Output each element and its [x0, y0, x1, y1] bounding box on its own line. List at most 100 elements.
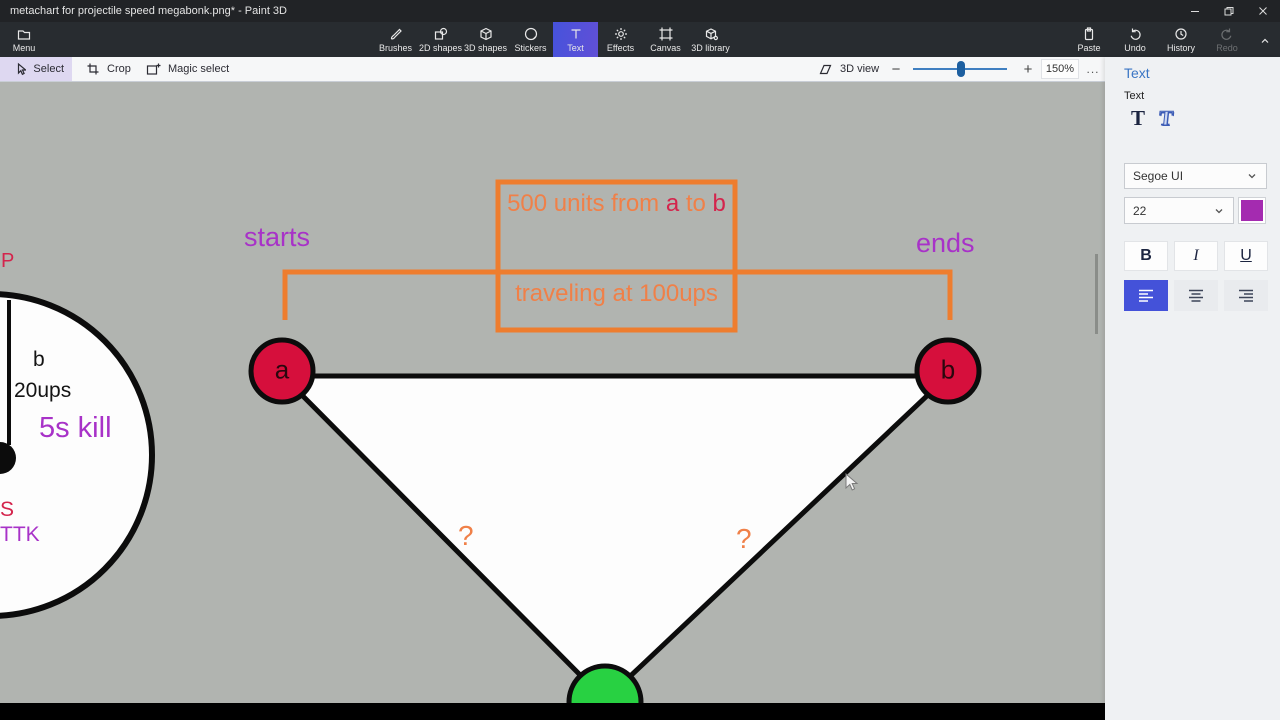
- panel-title: Text: [1124, 65, 1150, 81]
- zoom-in-button[interactable]: +: [1023, 60, 1033, 78]
- paste-button[interactable]: Paste: [1066, 22, 1112, 57]
- tab-stickers[interactable]: Stickers: [508, 22, 553, 57]
- text-panel: Text Text T T Segoe UI 22 B I U: [1105, 57, 1280, 720]
- stickers-icon: [524, 27, 537, 41]
- zoom-level[interactable]: 150%: [1041, 59, 1079, 79]
- magic-select-label: Magic select: [168, 63, 230, 75]
- action-label: Redo: [1216, 43, 1238, 53]
- menu-button[interactable]: Menu: [6, 22, 42, 57]
- close-button[interactable]: [1246, 0, 1280, 22]
- point-a-letter: a: [665, 190, 680, 217]
- close-icon: [1259, 7, 1267, 15]
- redo-button[interactable]: Redo: [1204, 22, 1250, 57]
- align-right-button[interactable]: [1224, 280, 1268, 311]
- bold-button[interactable]: B: [1124, 241, 1168, 271]
- canvas-icon: [659, 27, 672, 41]
- more-options-button[interactable]: ...: [1086, 62, 1100, 76]
- undo-icon: [1130, 28, 1141, 40]
- question-right: ?: [736, 523, 752, 554]
- 3d-view-button[interactable]: 3D view: [810, 57, 887, 81]
- zoom-slider[interactable]: [913, 61, 1007, 77]
- collapse-ribbon-button[interactable]: [1252, 22, 1278, 57]
- distance-sentence: 500 units from a to b: [498, 190, 735, 218]
- italic-button[interactable]: I: [1174, 241, 1218, 271]
- tab-label: 3D library: [691, 43, 730, 53]
- align-center-icon: [1189, 289, 1203, 302]
- tab-2d-shapes[interactable]: 2D shapes: [418, 22, 463, 57]
- align-row: [1124, 280, 1268, 311]
- node-a-label: a: [274, 354, 290, 385]
- canvas-scrollbar[interactable]: [1095, 254, 1098, 334]
- chevron-up-icon: [1261, 38, 1269, 43]
- swatch-fill: [1241, 200, 1263, 221]
- tab-label: Text: [567, 43, 584, 53]
- tab-3d-library[interactable]: 3D library: [688, 22, 733, 57]
- magic-select-icon: [146, 63, 161, 75]
- underline-button[interactable]: U: [1224, 241, 1268, 271]
- distance-mid: to: [679, 190, 713, 217]
- zoom-out-button[interactable]: −: [891, 60, 901, 78]
- text-icon: [571, 29, 580, 39]
- align-center-button[interactable]: [1174, 280, 1218, 311]
- diagram-shapes: [0, 179, 982, 720]
- tab-label: 2D shapes: [418, 43, 463, 53]
- history-icon: [1175, 28, 1187, 40]
- minimize-icon: [1191, 11, 1199, 12]
- distance-prefix: 500 units from: [507, 190, 666, 217]
- text-3d-button[interactable]: T: [1152, 105, 1181, 131]
- tool-group: Brushes 2D shapes 3D shapes Stickers Tex…: [373, 22, 733, 57]
- ttk-label: TTK: [0, 523, 40, 546]
- drawing-canvas[interactable]: P b 20ups 5s kill S TTK starts ends 500 …: [0, 82, 1105, 720]
- action-label: History: [1166, 43, 1195, 53]
- align-right-icon: [1239, 289, 1253, 302]
- select-label: Select: [33, 63, 64, 75]
- p-label: P: [1, 250, 15, 272]
- action-label: Paste: [1077, 43, 1101, 53]
- speed-small-label: 20ups: [14, 379, 72, 402]
- left-stat-circle: [0, 291, 155, 619]
- node-b-circle: [914, 337, 982, 405]
- mouse-cursor-icon: [845, 473, 859, 491]
- action-group: Paste Undo History Redo: [1066, 22, 1250, 57]
- tab-canvas[interactable]: Canvas: [643, 22, 688, 57]
- magic-select-button[interactable]: Magic select: [138, 57, 237, 81]
- align-left-button[interactable]: [1124, 280, 1168, 311]
- history-button[interactable]: History: [1158, 22, 1204, 57]
- crop-button[interactable]: Crop: [78, 57, 139, 81]
- annotation-box: [495, 179, 738, 333]
- black-bottom-band: [0, 703, 1105, 720]
- font-family-value: Segoe UI: [1133, 169, 1184, 183]
- select-cursor-icon: [17, 62, 27, 76]
- tab-label: Effects: [606, 43, 635, 53]
- menu-label: Menu: [12, 43, 36, 53]
- undo-button[interactable]: Undo: [1112, 22, 1158, 57]
- tab-text[interactable]: Text: [553, 22, 598, 57]
- tab-label: Brushes: [378, 43, 413, 53]
- tab-brushes[interactable]: Brushes: [373, 22, 418, 57]
- 3d-view-icon: [819, 64, 832, 75]
- crop-label: Crop: [107, 63, 131, 75]
- restore-icon: [1224, 7, 1234, 16]
- restore-button[interactable]: [1212, 0, 1246, 22]
- text-section-label: Text: [1124, 90, 1145, 102]
- tab-label: Stickers: [514, 43, 547, 53]
- zoom-slider-thumb[interactable]: [957, 61, 965, 77]
- s-label: S: [0, 498, 15, 521]
- triangle-shape: [280, 373, 951, 703]
- format-row: B I U: [1124, 241, 1268, 271]
- question-left: ?: [458, 520, 474, 551]
- select-button[interactable]: Select: [0, 57, 72, 81]
- text-color-swatch[interactable]: [1238, 197, 1266, 224]
- tab-3d-shapes[interactable]: 3D shapes: [463, 22, 508, 57]
- window-title: metachart for projectile speed megabonk.…: [10, 5, 287, 17]
- font-size-dropdown[interactable]: 22: [1124, 197, 1234, 224]
- minimize-button[interactable]: [1178, 0, 1212, 22]
- tab-effects[interactable]: Effects: [598, 22, 643, 57]
- brush-icon: [390, 28, 402, 40]
- action-label: Undo: [1124, 43, 1146, 53]
- shapes-3d-icon: [479, 27, 492, 41]
- font-family-dropdown[interactable]: Segoe UI: [1124, 163, 1267, 189]
- text-2d-button[interactable]: T: [1125, 105, 1151, 131]
- bracket-line: [282, 269, 953, 320]
